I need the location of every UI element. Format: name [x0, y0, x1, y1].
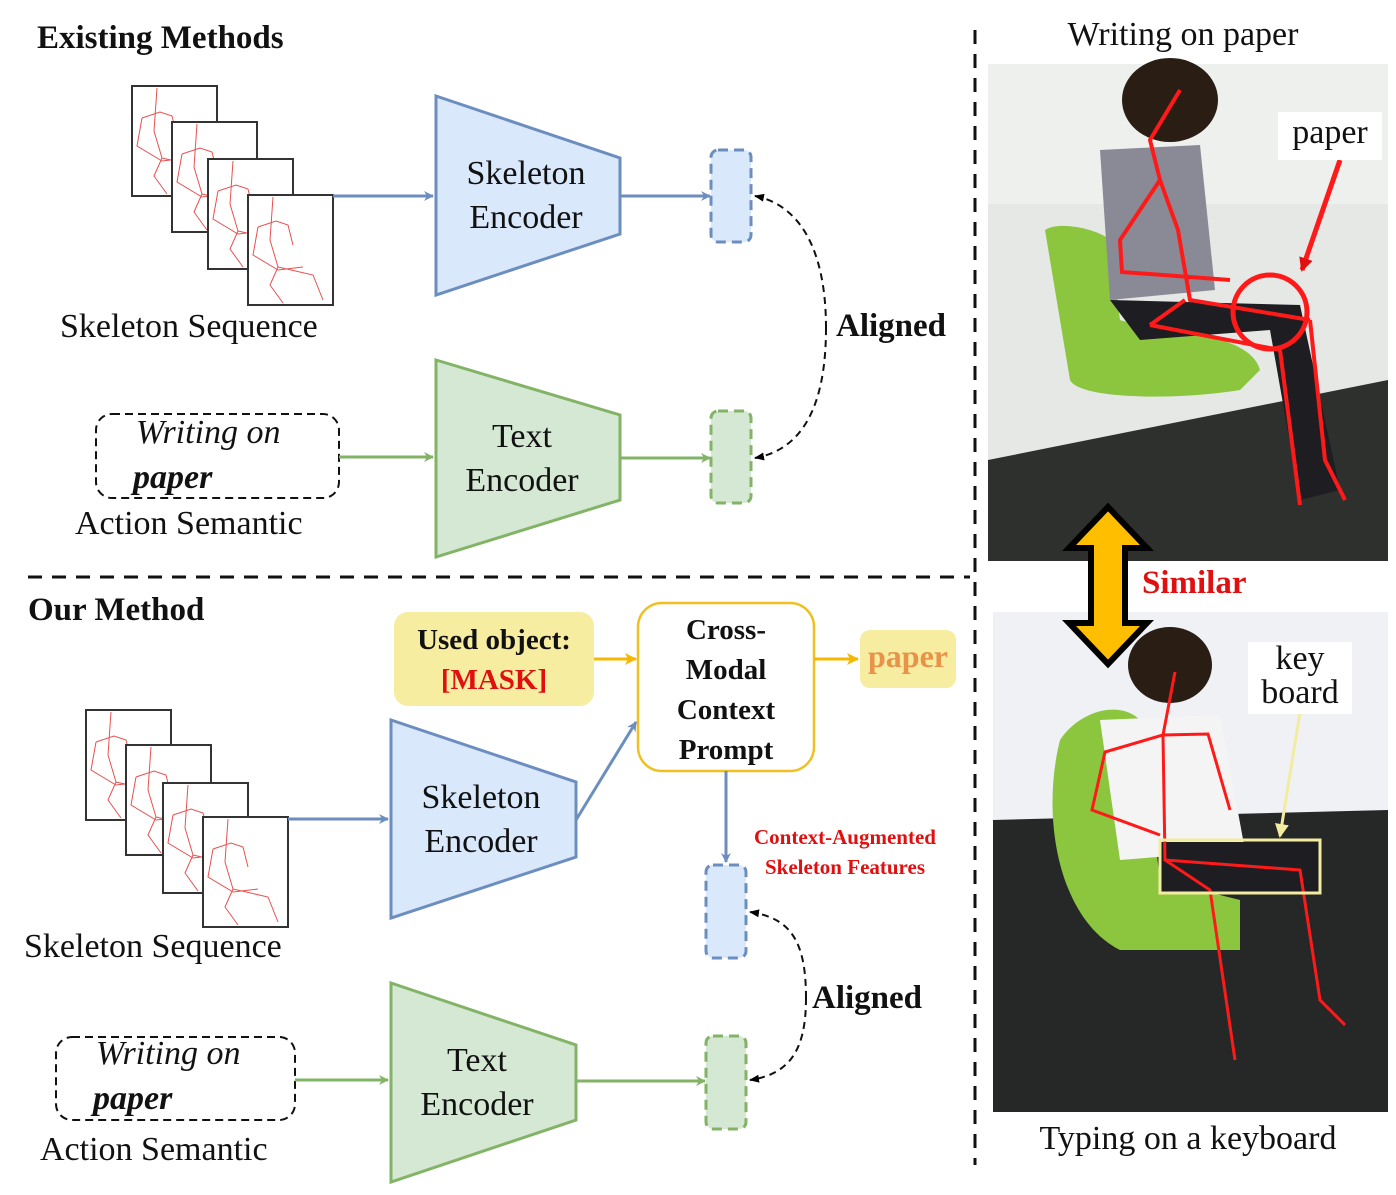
paper-label-box	[1278, 112, 1382, 160]
similar-double-arrow-icon	[1062, 502, 1154, 669]
prompt-line: Prompt	[678, 734, 774, 766]
context-line-1: Context-Augmented	[754, 825, 936, 849]
encoder-line-2: Encoder	[469, 199, 583, 236]
ours-aligned-label: Aligned	[812, 980, 923, 1016]
similar-label: Similar	[1142, 565, 1247, 601]
encoder-line-1: Text	[447, 1042, 507, 1079]
bottom-photo-caption: Typing on a keyboard	[1039, 1120, 1337, 1157]
used-object-box	[394, 612, 594, 706]
encoder-line-1: Text	[492, 418, 552, 455]
existing-text-feature	[709, 409, 753, 505]
existing-skeleton-sequence	[131, 85, 334, 306]
ours-action-semantic-label: Action Semantic	[40, 1131, 268, 1168]
keyboard-object-label: key board	[1248, 642, 1352, 710]
ours-text-encoder-label: Text Encoder	[391, 1039, 563, 1127]
encoder-line-2: Encoder	[465, 462, 579, 499]
context-augmented-feature	[704, 863, 748, 960]
arrow-encoder-to-prompt	[574, 721, 638, 821]
prompt-line: Cross-	[685, 614, 767, 646]
keyboard-label-box	[1248, 642, 1352, 714]
our-method-title: Our Method	[28, 592, 205, 628]
ours-semantic-line2: paper	[93, 1080, 173, 1117]
output-word-box	[860, 630, 956, 688]
ours-text-feature	[704, 1034, 748, 1131]
existing-semantic-line1: Writing on	[136, 414, 281, 451]
ours-semantic-line1: Writing on	[96, 1035, 241, 1072]
encoder-line-2: Encoder	[424, 823, 538, 860]
ours-skeleton-encoder-label: Skeleton Encoder	[391, 776, 571, 864]
existing-skeleton-sequence-label: Skeleton Sequence	[60, 308, 318, 345]
existing-aligned-label: Aligned	[836, 308, 947, 344]
ours-aligned-arrow-up	[749, 909, 807, 999]
ours-aligned-arrow-down	[749, 997, 807, 1083]
ours-semantic-box	[55, 1036, 296, 1121]
mask-token: [MASK]	[440, 664, 548, 696]
context-line-2: Skeleton Features	[764, 855, 925, 879]
existing-text-encoder	[434, 357, 622, 560]
ours-skeleton-sequence	[85, 709, 289, 928]
top-photo-caption: Writing on paper	[1067, 16, 1299, 53]
context-augmented-label: Context-Augmented Skeleton Features	[740, 822, 950, 882]
existing-text-encoder-label: Text Encoder	[436, 415, 608, 503]
encoder-line-1: Skeleton	[466, 155, 586, 192]
paper-object-label: paper	[1292, 114, 1368, 151]
existing-action-semantic-label: Action Semantic	[75, 505, 303, 542]
used-object-text: Used object: [MASK]	[394, 620, 594, 700]
existing-skeleton-encoder-label: Skeleton Encoder	[436, 152, 616, 240]
aligned-arrow-down	[754, 327, 827, 461]
ours-skeleton-sequence-label: Skeleton Sequence	[24, 928, 282, 965]
output-word: paper	[868, 638, 948, 674]
prompt-line: Modal	[685, 654, 767, 686]
ours-text-encoder	[389, 980, 578, 1185]
used-object-label: Used object:	[417, 624, 571, 656]
ours-skeleton-encoder	[389, 717, 578, 921]
photo-writing-on-paper	[988, 58, 1388, 561]
keyboard-line-1: key	[1275, 640, 1325, 677]
aligned-arrow-up	[754, 193, 827, 329]
existing-semantic-line2: paper	[133, 459, 213, 496]
existing-skeleton-encoder	[434, 93, 622, 298]
existing-methods-title: Existing Methods	[37, 20, 284, 56]
prompt-label: Cross- Modal Context Prompt	[638, 610, 814, 770]
prompt-line: Context	[676, 694, 776, 726]
existing-skeleton-feature	[709, 148, 753, 244]
photo-typing-on-keyboard	[993, 612, 1388, 1112]
encoder-line-1: Skeleton	[421, 779, 541, 816]
keyboard-line-2: board	[1261, 674, 1339, 711]
encoder-line-2: Encoder	[420, 1086, 534, 1123]
